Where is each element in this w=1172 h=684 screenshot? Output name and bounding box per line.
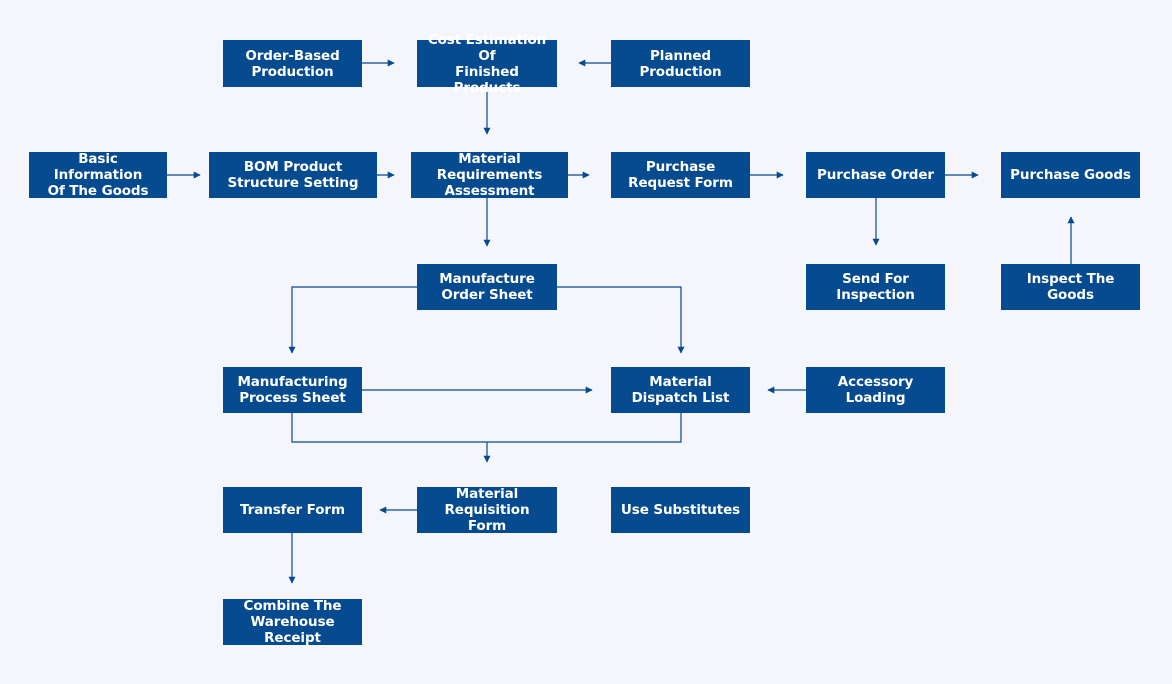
manufacturing-process-sheet-node: Manufacturing Process Sheet [223, 367, 362, 413]
planned-production-node: Planned Production [611, 40, 750, 87]
material-dispatch-list-node: Material Dispatch List [611, 367, 750, 413]
material-requirements-node: Material Requirements Assessment [411, 151, 568, 199]
purchase-goods-node: Purchase Goods [1001, 152, 1140, 198]
arrow-manufacture-to-dispatch [557, 286, 685, 354]
send-for-inspection-node: Send For Inspection [806, 264, 945, 310]
merge-line-process-dispatch [291, 413, 682, 443]
inspect-the-goods-node: Inspect The Goods [1001, 264, 1140, 310]
basic-information-node: Basic Information Of The Goods [29, 151, 167, 199]
order-based-production-node: Order-Based Production [223, 40, 362, 87]
transfer-form-node: Transfer Form [223, 487, 362, 533]
combine-warehouse-receipt-node: Combine The Warehouse Receipt [223, 598, 362, 646]
material-requisition-form-node: Material Requisition Form [417, 486, 557, 534]
accessory-loading-node: Accessory Loading [806, 367, 945, 413]
manufacture-order-sheet-node: Manufacture Order Sheet [417, 264, 557, 310]
cost-estimation-node: Cost Estimation Of Finished Products [417, 32, 557, 96]
purchase-request-form-node: Purchase Request Form [611, 152, 750, 198]
arrow-manufacture-to-process-sheet [288, 286, 417, 354]
purchase-order-node: Purchase Order [806, 152, 945, 198]
bom-product-structure-node: BOM Product Structure Setting [209, 152, 377, 198]
use-substitutes-node: Use Substitutes [611, 487, 750, 533]
